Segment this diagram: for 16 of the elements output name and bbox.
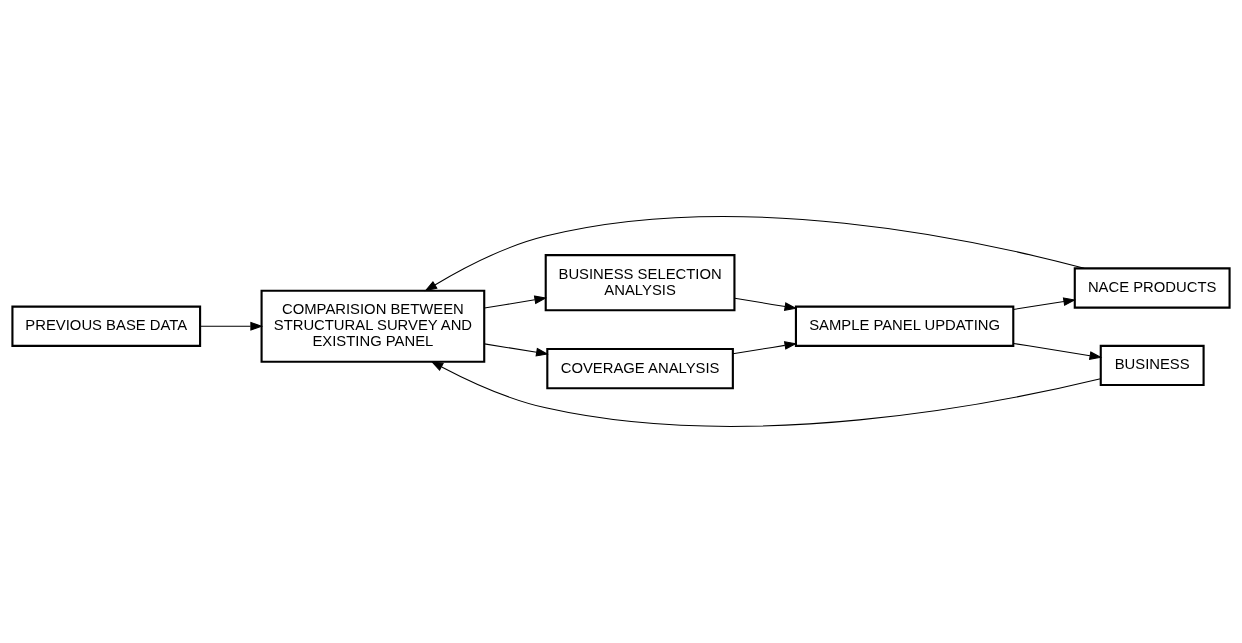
arrow bbox=[483, 343, 549, 357]
node-box: BUSINESS SELECTION ANALYSIS bbox=[544, 254, 736, 312]
arrow bbox=[430, 361, 1102, 427]
node-box: NACE PRODUCTS bbox=[1073, 267, 1231, 309]
arrow bbox=[732, 341, 798, 355]
arrow bbox=[1012, 342, 1103, 360]
arrow bbox=[734, 297, 798, 311]
node-box: COVERAGE ANALYSIS bbox=[546, 347, 734, 390]
node-box: SAMPLE PANEL UPDATING bbox=[794, 305, 1015, 347]
arrow bbox=[424, 216, 1085, 292]
node-box: PREVIOUS BASE DATA bbox=[11, 305, 202, 347]
node-box: COMPARISION BETWEEN STRUCTURAL SURVEY AND EXISTING PANEL bbox=[260, 289, 486, 363]
arrow bbox=[199, 321, 264, 331]
node-box: BUSINESS bbox=[1099, 344, 1205, 387]
arrow bbox=[1012, 297, 1077, 310]
arrow bbox=[483, 295, 548, 309]
